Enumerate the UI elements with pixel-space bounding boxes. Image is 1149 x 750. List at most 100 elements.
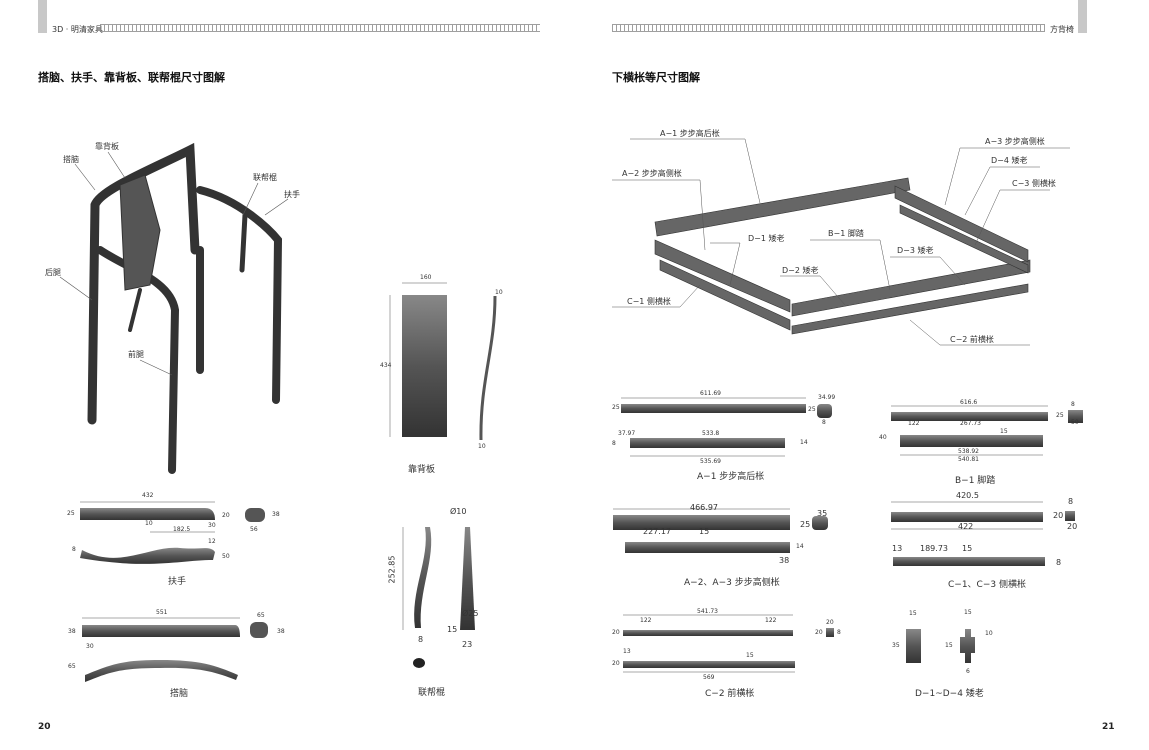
dim: 8 [612, 440, 616, 447]
dim: 65 [257, 612, 265, 619]
dim: 8 [837, 629, 841, 636]
left-meander-border [100, 24, 540, 32]
b1-caption: B−1 脚踏 [955, 476, 996, 486]
c2-top-view [623, 630, 793, 636]
dim: 267.73 [960, 420, 981, 427]
label-front-leg: 前腿 [128, 350, 144, 359]
right-meander-border [612, 24, 1045, 32]
label-crest-rail: 搭脑 [63, 155, 79, 164]
back-splat-drawing [389, 282, 497, 441]
dim: 611.69 [700, 390, 721, 397]
d-front-view [906, 629, 921, 663]
dim: 14 [796, 543, 804, 550]
left-section-title: 搭脑、扶手、靠背板、联帮棍尺寸图解 [38, 71, 225, 84]
dim: 25 [612, 404, 620, 411]
dim: 15 [447, 625, 458, 634]
crest-rail-caption: 搭脑 [170, 689, 189, 699]
d-side-view [960, 629, 975, 663]
side-post-caption: 联帮棍 [418, 688, 446, 698]
dim: 10 [985, 630, 993, 637]
crest-rail-drawing [82, 617, 268, 682]
dim: 160 [420, 274, 432, 281]
dim: 122 [640, 617, 652, 624]
c2-end-view [826, 628, 834, 637]
label-side-post: 联帮棍 [253, 173, 277, 182]
label-back-splat: 靠背板 [95, 142, 119, 151]
label-d3: D−3 矮老 [897, 246, 934, 255]
dim: 182.5 [173, 526, 191, 533]
dim: 432 [142, 492, 154, 499]
a1-caption: A−1 步步高后枨 [697, 472, 765, 482]
label-a3: A−3 步步高侧枨 [985, 137, 1045, 146]
dim: 13 [892, 544, 903, 553]
dim: 533.8 [702, 430, 720, 437]
dim: 34.99 [818, 394, 836, 401]
c1-side-view [893, 557, 1045, 566]
dim: 25 [1056, 412, 1064, 419]
right-section-title: 下横枨等尺寸图解 [612, 71, 700, 84]
right-header-tab [1078, 0, 1087, 33]
armrest-caption: 扶手 [168, 577, 187, 587]
dim: 8 [822, 419, 826, 426]
dim: 540.81 [958, 456, 979, 463]
dim: 40 [879, 434, 887, 441]
dim: 25 [800, 520, 811, 529]
dim: 65 [68, 663, 76, 670]
dim: 8 [418, 635, 424, 644]
dim: 189.73 [920, 544, 948, 553]
dim: 252.85 [387, 555, 397, 584]
c2-caption: C−2 前横枨 [705, 689, 755, 699]
dim: 551 [156, 609, 168, 616]
dim: 38 [68, 628, 76, 635]
dim: 434 [380, 362, 392, 369]
dim: 50 [1071, 419, 1079, 426]
dim: 35 [892, 642, 900, 649]
dim: 14 [800, 439, 808, 446]
c1c3-caption: C−1、C−3 侧横枨 [948, 580, 1026, 590]
dim: 20 [1053, 511, 1064, 520]
dim: 20 [815, 629, 823, 636]
a2-top-view [613, 515, 790, 530]
dim: 122 [765, 617, 777, 624]
dim: 422 [958, 522, 974, 531]
a1-top-view [621, 404, 806, 413]
dim: 6 [966, 668, 970, 675]
part-drawings [613, 404, 1083, 668]
dim: 466.97 [690, 503, 718, 512]
dim: 23 [462, 640, 473, 649]
left-page-number: 20 [38, 722, 51, 732]
dim: 15 [964, 609, 972, 616]
dim: 15 [699, 527, 710, 536]
dim: 35 [817, 509, 828, 518]
dim: 20 [1067, 522, 1078, 531]
dim: 10 [478, 443, 486, 450]
label-a1: A−1 步步高后枨 [660, 129, 720, 138]
dim: 30 [86, 643, 94, 650]
armrest-drawing [80, 501, 265, 564]
dim: 15 [945, 642, 953, 649]
dim: 15 [1000, 428, 1008, 435]
dim: Ø25 [462, 609, 479, 618]
a2-end-view [812, 516, 828, 530]
dim: 20 [612, 660, 620, 667]
dim: 15 [962, 544, 973, 553]
d-caption: D−1~D−4 矮老 [915, 689, 984, 699]
dim: 20 [612, 629, 620, 636]
dim: 38 [779, 556, 790, 565]
dim: 15 [746, 652, 754, 659]
dim: 56 [250, 526, 258, 533]
dim: 569 [703, 674, 715, 681]
dim: 538.92 [958, 448, 979, 455]
dim: 541.73 [697, 608, 718, 615]
a2a3-caption: A−2、A−3 步步高侧枨 [684, 578, 780, 588]
b1-side-view [900, 435, 1043, 447]
dim: 50 [222, 553, 230, 560]
dim: 10 [145, 520, 153, 527]
dim: 37.97 [618, 430, 636, 437]
c1-end-view [1065, 511, 1075, 521]
lower-stretcher-assembly [654, 177, 1031, 335]
right-series-header: 方背椅 [1050, 25, 1074, 34]
dim: 20 [222, 512, 230, 519]
dim: 535.69 [700, 458, 721, 465]
c1-top-view [891, 512, 1043, 522]
